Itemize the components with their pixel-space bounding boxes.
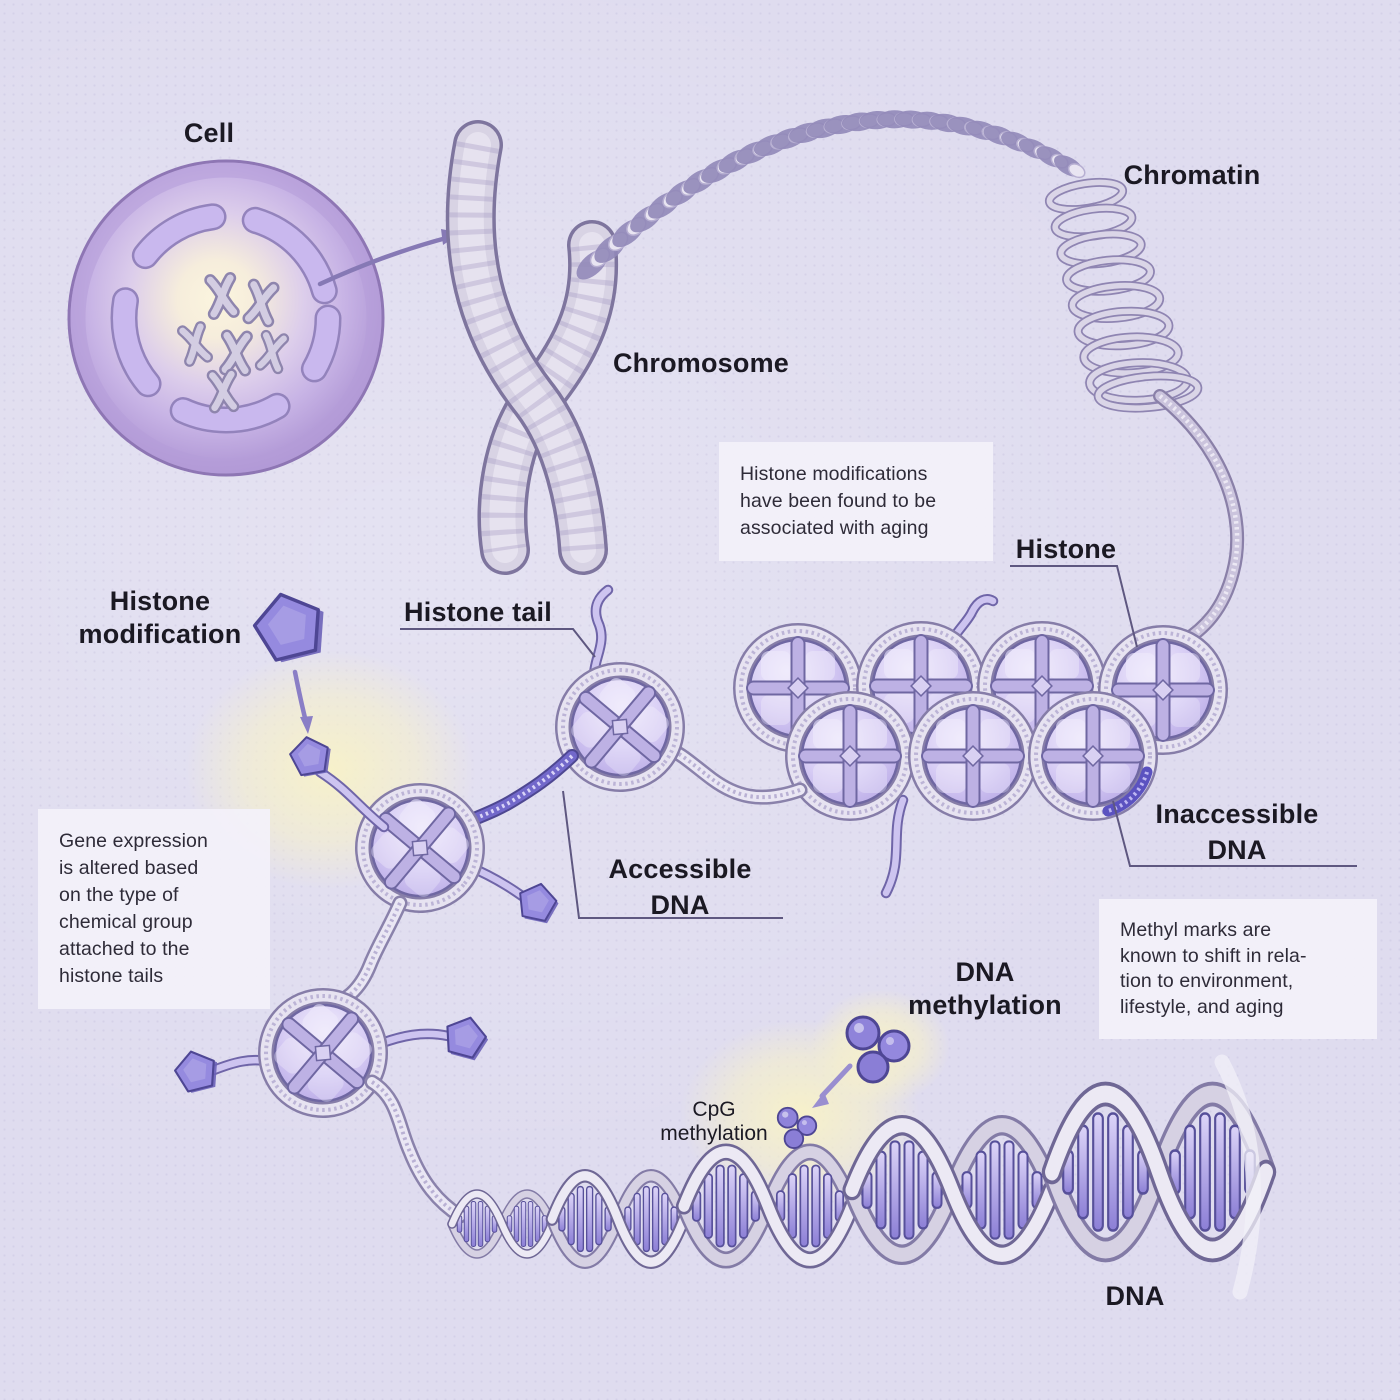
cpg-methylation-label: CpG methylation — [660, 1098, 767, 1146]
histone-modification-label-line1: Histone — [109, 586, 211, 616]
pointer-histone-tail — [400, 628, 596, 658]
chromatid-left — [445, 120, 608, 575]
histone-modification-label: Histone modification — [79, 585, 242, 651]
histone-cluster — [741, 594, 1220, 899]
chromosome-label: Chromosome — [612, 348, 790, 378]
dna-methylation-label-line1: DNA — [955, 957, 1015, 987]
histone-modification-pentagon — [247, 583, 335, 734]
inaccessible-dna-strand — [1102, 766, 1153, 817]
histone-modification-label-line2: modification — [78, 619, 242, 649]
inaccessible-dna-label-line1: Inaccessible — [1155, 799, 1319, 829]
inaccessible-dna-label-line2: DNA — [1207, 835, 1267, 865]
nucleosome — [916, 699, 1030, 813]
chemical-group-pentagon-icon — [439, 1011, 494, 1064]
dna-label: DNA — [1105, 1281, 1165, 1311]
gene-expression-callout: Gene expression is altered based on the … — [38, 809, 270, 1009]
chromatin-fiber-strand — [1153, 389, 1245, 653]
cpg-methylation-label-line2: methylation — [660, 1122, 768, 1145]
nucleosome-with-two-pentagon-tails — [170, 973, 494, 1134]
cpg-methylation-label-line1: CpG — [692, 1098, 736, 1121]
chromosome-illustration — [445, 120, 619, 575]
nucleosome-with-pentagon-tail — [340, 768, 563, 929]
nuclear-membrane-segments — [113, 205, 339, 431]
accessible-dna-label-line1: Accessible — [608, 854, 752, 884]
dna-methylation-label-line2: methylation — [908, 990, 1062, 1020]
linker-dna-strand — [658, 740, 808, 805]
cell-label: Cell — [183, 118, 235, 148]
pointer-histone — [1010, 565, 1138, 648]
linker-dna-strand — [364, 1074, 468, 1224]
pointer-lines — [400, 565, 1357, 919]
attached-pentagon-with-tail — [286, 732, 390, 833]
cell-illustration — [67, 159, 385, 477]
chromatin-label: Chromatin — [1123, 160, 1261, 190]
accessible-dna-label: Accessible DNA — [608, 851, 751, 923]
accessible-dna-label-line2: DNA — [650, 890, 710, 920]
histone-tail-label: Histone tail — [404, 597, 552, 627]
chromatin-coil — [1044, 177, 1203, 413]
methyl-marks-callout: Methyl marks are known to shift in rela-… — [1099, 899, 1377, 1039]
chemical-group-pentagon-icon — [170, 1045, 224, 1097]
nucleosome-with-histone-tail — [540, 584, 701, 807]
inaccessible-dna-label: Inaccessible DNA — [1155, 796, 1318, 868]
dna-methylation-label: DNA methylation — [908, 956, 1062, 1022]
fading-dna-strand — [1214, 1054, 1261, 1300]
methylation-arrow — [812, 1063, 853, 1108]
pointer-inaccessible-dna — [1112, 800, 1357, 867]
dna-double-helix — [447, 1081, 1277, 1269]
chemical-group-pentagon-icon — [514, 879, 563, 926]
histone-modifications-callout: Histone modifications have been found to… — [719, 442, 993, 561]
nucleosome — [793, 699, 907, 813]
pointer-accessible-dna — [562, 790, 783, 919]
chromatin-beads-fiber — [576, 110, 1086, 280]
histone-label: Histone — [1015, 534, 1117, 564]
